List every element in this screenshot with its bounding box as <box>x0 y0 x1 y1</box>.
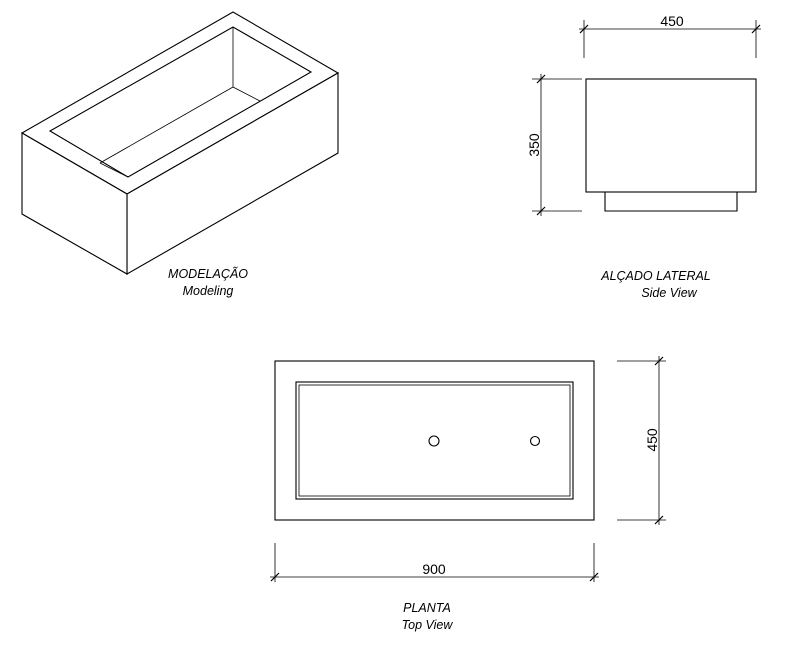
top-width-dimension <box>617 356 666 525</box>
drain-hole-2 <box>529 435 541 447</box>
modeling-title: MODELAÇÃO <box>168 267 248 281</box>
top-length-dimension <box>270 543 599 582</box>
modeling-subtitle: Modeling <box>183 284 234 298</box>
side-view: 450 350 <box>526 13 761 216</box>
top-view-inner-floor <box>298 384 571 497</box>
side-width-dimension <box>579 20 761 58</box>
side-width-label: 450 <box>660 13 684 29</box>
planter-inner-bottom-line <box>99 162 129 178</box>
side-view-subtitle: Side View <box>641 286 697 300</box>
side-view-base <box>604 192 738 212</box>
planter-inner-floor-edge <box>99 86 234 164</box>
planter-inner-floor-edge-right <box>232 86 261 102</box>
planter-end-face <box>21 132 128 275</box>
side-view-body <box>585 78 757 193</box>
isometric-model <box>20 11 340 275</box>
top-view-outer <box>274 360 595 521</box>
top-view-inner-rim <box>295 381 574 500</box>
top-width-label: 450 <box>644 428 660 452</box>
drain-hole-1 <box>428 435 440 447</box>
side-height-dimension <box>532 74 582 216</box>
side-view-title: ALÇADO LATERAL <box>600 269 711 283</box>
top-view: 900 450 <box>270 356 666 582</box>
top-view-title: PLANTA <box>403 601 451 615</box>
top-view-subtitle: Top View <box>402 618 454 632</box>
top-length-label: 900 <box>422 561 446 577</box>
side-height-label: 350 <box>526 133 542 157</box>
